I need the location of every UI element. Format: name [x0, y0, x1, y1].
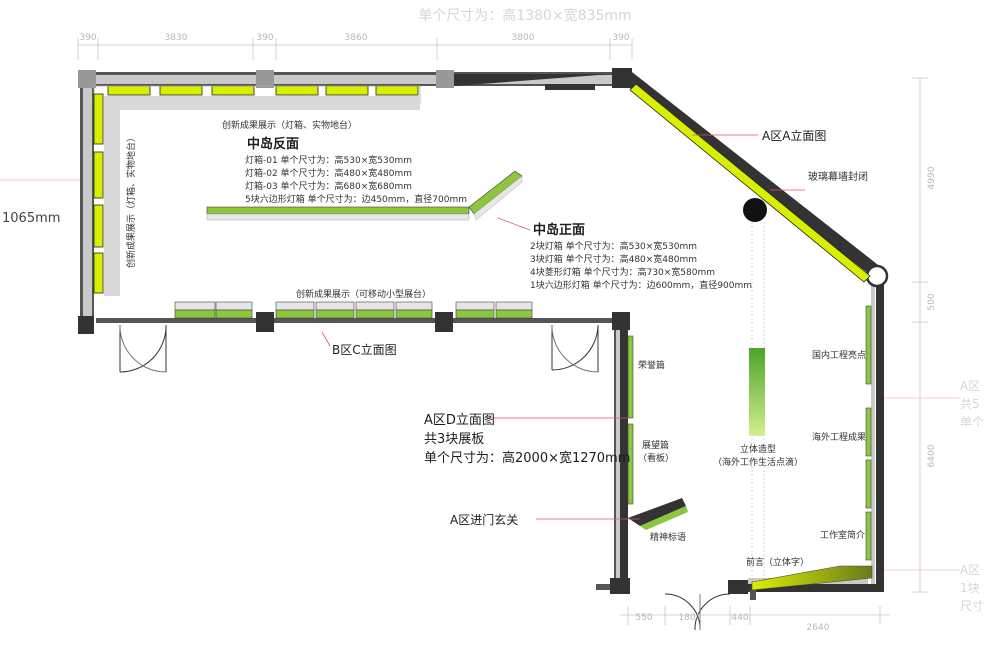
svg-text:3830: 3830 [165, 33, 188, 43]
island-front-title: 中岛正面 [533, 222, 585, 238]
svg-text:A区: A区 [960, 563, 980, 577]
angled-lightbox [629, 83, 871, 283]
sculpture-label: 立体造型 [740, 443, 776, 455]
left-wall-label: 创新成果展示（灯箱、实物地台） [125, 133, 137, 268]
svg-text:单个: 单个 [960, 415, 984, 429]
preface-label: 前言（立体字） [746, 556, 809, 568]
svg-text:1块: 1块 [960, 581, 980, 595]
svg-text:A区: A区 [960, 379, 980, 393]
left-lightbox-column [93, 93, 104, 294]
svg-text:440: 440 [731, 613, 748, 623]
island-front-line-4: 1块六边形灯箱 单个尺寸为：边600mm，直径900mm [530, 279, 752, 291]
movable-displays [174, 301, 533, 319]
island-back-line-3: 灯箱-03 单个尺寸为：高680×宽680mm [245, 180, 412, 192]
top-platform-shade [104, 96, 420, 110]
callout-lines [321, 134, 805, 520]
svg-text:1800: 1800 [679, 613, 702, 623]
page-title: 单个尺寸为：高1380×宽835mm [418, 7, 631, 24]
island-front-line-1: 2块灯箱 单个尺寸为：高530×宽530mm [530, 240, 697, 252]
svg-text:390: 390 [256, 33, 273, 43]
glass-wall-label: 玻璃幕墙封闭 [808, 170, 868, 183]
top-dimension-labels: 390 3830 390 3860 3800 390 [79, 33, 629, 43]
area-ad-count: 共3块展板 [424, 432, 484, 447]
entry-wedge [628, 498, 686, 526]
bottom-dimension-labels: 550 1800 440 2640 [635, 613, 829, 633]
area-bc-elevation-label: B区C立面图 [332, 342, 397, 357]
overseas-label: 海外工程成果 [812, 431, 866, 443]
island-back-title: 中岛反面 [247, 136, 299, 152]
island-back-line-1: 灯箱-01 单个尺寸为：高530×宽530mm [245, 154, 412, 166]
island-back-line-4: 5块六边形灯箱 单个尺寸为：边450mm，直径700mm [245, 193, 467, 205]
svg-text:550: 550 [635, 613, 652, 623]
area-ad-title: A区D立面图 [424, 413, 495, 428]
area-a-elevation-label: A区A立面图 [762, 128, 826, 143]
doors [119, 325, 731, 631]
svg-text:尺寸: 尺寸 [960, 599, 984, 613]
right-wall-panels [865, 305, 872, 561]
studio-label: 工作室简介 [820, 529, 865, 541]
preface-wall [751, 565, 873, 591]
honor-label: 荣誉篇 [638, 359, 665, 371]
d-wall-panels [627, 335, 634, 505]
svg-text:6400: 6400 [927, 444, 937, 467]
svg-text:3800: 3800 [512, 33, 535, 43]
outlook-label: 展望篇 [642, 439, 669, 451]
dimension-lines [0, 38, 960, 625]
walls [78, 68, 889, 600]
island-back-line-2: 灯箱-02 单个尺寸为：高480×宽480mm [245, 167, 412, 179]
domestic-label: 国内工程亮点 [812, 349, 866, 361]
sculpture-sub-label: （海外工作生活点滴） [713, 456, 803, 468]
svg-text:390: 390 [79, 33, 96, 43]
top-display-label: 创新成果展示（灯箱、实物地台） [222, 119, 357, 131]
right-cut-note-1: A区 共5 单个 [960, 379, 984, 429]
svg-text:4990: 4990 [927, 166, 937, 189]
sculpture-column [749, 348, 765, 436]
outlook-sub-label: （看板） [638, 452, 674, 464]
svg-text:共5: 共5 [960, 397, 980, 411]
svg-text:3860: 3860 [345, 33, 368, 43]
area-ad-size: 单个尺寸为：高2000×宽1270mm [424, 450, 630, 466]
movable-display-label: 创新成果展示（可移动小型展台） [296, 288, 431, 300]
entry-label: A区进门玄关 [450, 512, 518, 527]
island-back [206, 170, 523, 221]
left-cut-text: 1065mm [2, 211, 60, 226]
right-dimension-labels: 4990 500 6400 [927, 166, 937, 467]
entry-wedge-green [640, 506, 688, 530]
right-cut-note-2: A区 1块 尺寸 [960, 563, 984, 613]
spirit-label: 精神标语 [650, 531, 686, 543]
svg-text:390: 390 [612, 33, 629, 43]
svg-text:2640: 2640 [807, 623, 830, 633]
left-platform-shade [104, 96, 120, 296]
island-front-line-3: 4块菱形灯箱 单个尺寸为：高730×宽580mm [530, 266, 715, 278]
svg-text:500: 500 [927, 293, 937, 310]
island-front-line-2: 3块灯箱 单个尺寸为：高480×宽480mm [530, 253, 697, 265]
